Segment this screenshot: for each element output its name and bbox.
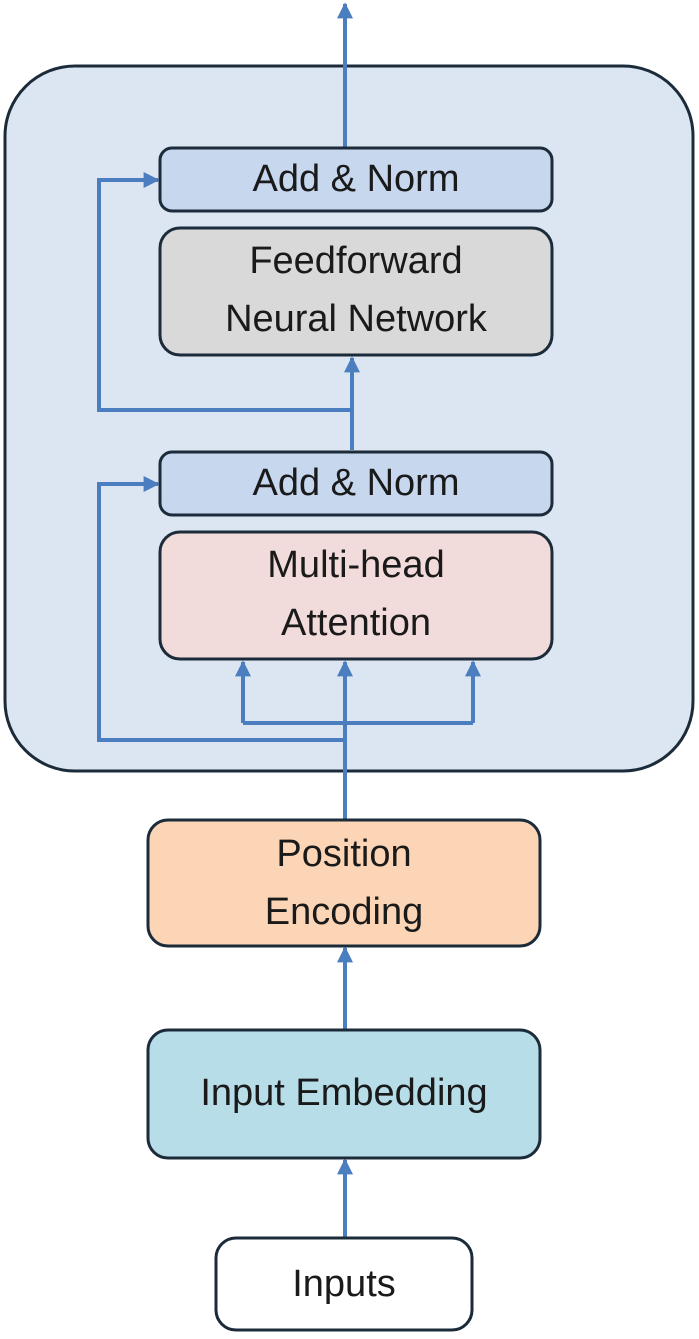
- position-encoding-label-line1: Position: [276, 833, 411, 875]
- connectors: [97, 2, 481, 1238]
- position-encoding-box: Position Encoding: [146, 818, 542, 948]
- attention-label-line2: Attention: [281, 602, 431, 644]
- feedforward-box: Feedforward Neural Network: [158, 226, 554, 357]
- input-embedding-box: Input Embedding: [146, 1028, 542, 1160]
- feedforward-label-line2: Neural Network: [225, 298, 488, 340]
- input-embedding-label: Input Embedding: [200, 1072, 487, 1114]
- add-norm-top-box: Add & Norm: [158, 146, 554, 213]
- residual-top-arrow: [97, 172, 352, 412]
- feedforward-label-line1: Feedforward: [249, 240, 462, 282]
- attention-label-line1: Multi-head: [267, 544, 444, 586]
- add-norm-top-label: Add & Norm: [253, 158, 460, 200]
- residual-bottom-arrow: [97, 476, 345, 742]
- add-norm-bottom-box: Add & Norm: [158, 450, 554, 517]
- add-norm-bottom-label: Add & Norm: [253, 462, 460, 504]
- multi-head-attention-box: Multi-head Attention: [158, 530, 554, 661]
- inputs-box: Inputs: [214, 1236, 474, 1332]
- inputs-label: Inputs: [292, 1263, 396, 1305]
- position-encoding-label-line2: Encoding: [265, 891, 423, 933]
